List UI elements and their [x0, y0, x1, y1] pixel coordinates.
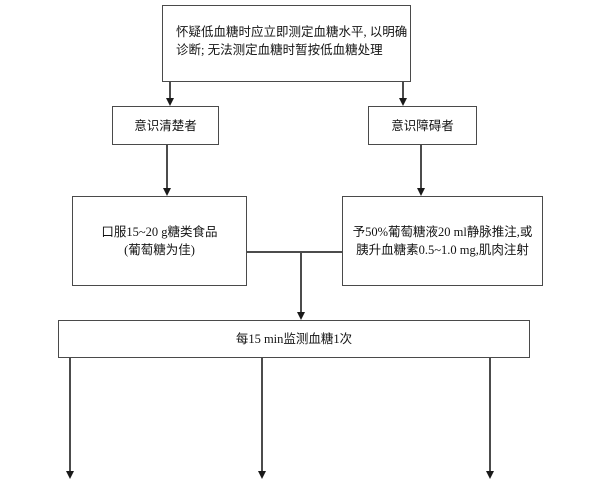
oral-box-line2: (葡萄糖为佳)	[124, 243, 195, 257]
arrow-down-icon	[417, 188, 425, 196]
suspect-hypoglycemia-box: 怀疑低血糖时应立即测定血糖水平, 以明确 诊断; 无法测定血糖时暂按低血糖处理	[162, 5, 411, 82]
connector-impaired-to-iv	[420, 145, 422, 190]
connector-exit-middle	[261, 358, 263, 473]
suspect-box-line2: 诊断; 无法测定血糖时暂按低血糖处理	[176, 42, 383, 57]
arrow-down-icon	[399, 98, 407, 106]
connector-top-to-impaired	[402, 82, 404, 100]
connector-merge-horizontal	[247, 251, 342, 253]
iv-box-line1: 予50%葡萄糖液20 ml静脉推注,或	[352, 225, 533, 239]
monitor-box-label: 每15 min监测血糖1次	[235, 332, 353, 346]
arrow-down-icon	[486, 471, 494, 479]
connector-conscious-to-oral	[166, 145, 168, 190]
impaired-consciousness-box: 意识障碍者	[368, 106, 477, 145]
arrow-down-icon	[66, 471, 74, 479]
arrow-down-icon	[297, 312, 305, 320]
connector-exit-right	[489, 358, 491, 473]
conscious-patient-box: 意识清楚者	[112, 106, 219, 145]
connector-exit-left	[69, 358, 71, 473]
iv-glucose-box: 予50%葡萄糖液20 ml静脉推注,或 胰升血糖素0.5~1.0 mg,肌肉注射	[342, 196, 543, 286]
oral-box-line1: 口服15~20 g糖类食品	[101, 225, 218, 239]
connector-merge-to-monitor	[300, 252, 302, 314]
arrow-down-icon	[258, 471, 266, 479]
iv-box-line2: 胰升血糖素0.5~1.0 mg,肌肉注射	[356, 243, 529, 257]
impaired-box-label: 意识障碍者	[391, 118, 454, 133]
connector-top-to-conscious	[169, 82, 171, 100]
arrow-down-icon	[163, 188, 171, 196]
conscious-box-label: 意识清楚者	[134, 118, 197, 133]
suspect-box-line1: 怀疑低血糖时应立即测定血糖水平, 以明确	[176, 24, 408, 39]
monitor-glucose-box: 每15 min监测血糖1次	[58, 320, 530, 358]
arrow-down-icon	[166, 98, 174, 106]
oral-glucose-box: 口服15~20 g糖类食品 (葡萄糖为佳)	[72, 196, 247, 286]
